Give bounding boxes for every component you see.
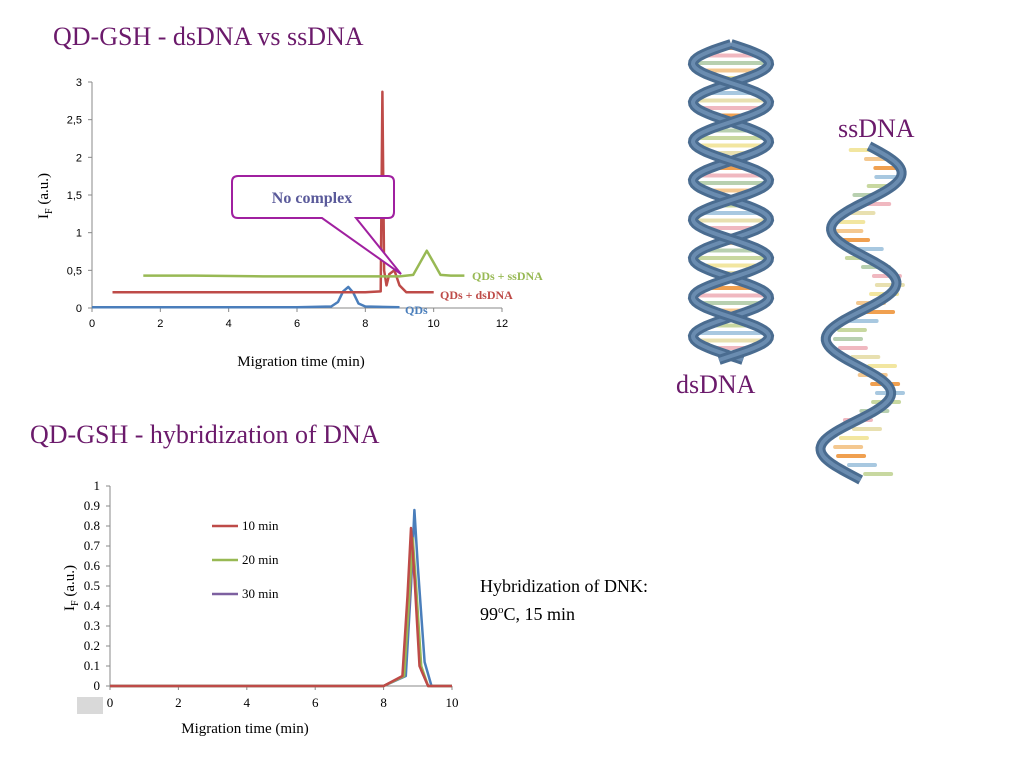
c2-y-label: IF (a.u.) (62, 565, 81, 611)
c2-ytick-label: 0.8 (84, 518, 100, 533)
c2-ytick-label: 0.5 (84, 578, 100, 593)
callout-text: No complex (272, 190, 352, 207)
c1-xtick-label: 2 (157, 318, 163, 330)
c2-series-line-0 (110, 508, 452, 688)
legend-qds: QDs (405, 303, 428, 317)
c1-x-label: Migration time (min) (237, 354, 364, 370)
dna-illustrations (687, 39, 907, 485)
c1-ytick-label: 1 (76, 228, 82, 240)
c2-ytick-label: 1 (94, 478, 101, 493)
c2-series-line-3 (110, 526, 452, 688)
dsdna-label: dsDNA (676, 370, 756, 399)
note-line-1: Hybridization of DNK: (480, 576, 648, 596)
legend-qds-ssdna: QDs + ssDNA (472, 269, 543, 283)
dsdna-strand-highlight (690, 42, 772, 362)
c1-xtick-label: 8 (362, 318, 368, 330)
title-dsdna-vs-ssdna: QD-GSH - dsDNA vs ssDNA (53, 22, 364, 51)
c2-ytick-label: 0.7 (84, 538, 101, 553)
c1-ytick-label: 2,5 (67, 115, 82, 127)
c2-legend-label: 10 min (242, 518, 279, 533)
c2-xtick-label: 6 (312, 695, 319, 710)
chart-dsdna-vs-ssdna: 0 2 4 6 8 10 12 0 0,5 1 1,5 2 2,5 3 Migration time (m… (36, 77, 543, 370)
c2-ytick-label: 0 (94, 678, 101, 693)
c1-xtick-label: 4 (226, 318, 232, 330)
c1-ytick-label: 0 (76, 303, 82, 315)
note-time: C, 15 min (503, 604, 576, 624)
c1-ytick-label: 2 (76, 152, 82, 164)
c1-y-label: IF (a.u.) (36, 173, 55, 219)
c2-xtick-label: 0 (107, 695, 114, 710)
c1-xtick-label: 10 (428, 318, 440, 330)
ssdna-strand-highlight (818, 144, 904, 482)
no-complex-callout: No complex (231, 175, 402, 275)
c1-series-line-2 (143, 249, 465, 278)
note-temp: 99 (480, 604, 498, 624)
c2-xtick-label: 4 (244, 695, 251, 710)
c1-ytick-label: 0,5 (67, 265, 82, 277)
c2-ytick-label: 0.6 (84, 558, 101, 573)
c2-legend-label: 20 min (242, 552, 279, 567)
c1-xtick-label: 6 (294, 318, 300, 330)
title-hybridization: QD-GSH - hybridization of DNA (30, 420, 380, 449)
c2-x-label: Migration time (min) (181, 721, 308, 737)
c2-series-line-1 (110, 552, 452, 688)
c2-ytick-label: 0.4 (84, 598, 101, 613)
c2-legend-label: 30 min (242, 586, 279, 601)
ssdna-label: ssDNA (838, 114, 915, 143)
c2-ytick-label: 0.2 (84, 638, 100, 653)
gray-marker (77, 697, 103, 714)
c1-xtick-label: 0 (89, 318, 95, 330)
note-line-2: 99oC, 15 min (480, 598, 648, 626)
c1-xtick-label: 12 (496, 318, 508, 330)
c1-ytick-label: 1,5 (67, 190, 82, 202)
c2-ytick-label: 0.1 (84, 658, 100, 673)
c2-xtick-label: 10 (446, 695, 459, 710)
note-degree: o (498, 604, 504, 616)
c2-ytick-label: 0.3 (84, 618, 100, 633)
hybridization-note: Hybridization of DNK: 99oC, 15 min (480, 574, 648, 626)
c2-series-line-2 (110, 536, 452, 688)
c2-xtick-label: 2 (175, 695, 182, 710)
legend-qds-dsdna: QDs + dsDNA (440, 288, 513, 302)
c1-ytick-label: 3 (76, 77, 82, 89)
c1-series-line-0 (92, 285, 400, 309)
chart-hybridization: 0 2 4 6 8 10 0 0.1 0.2 0.3 0.4 0.5 0.6 0.7 0.8 0.9 1 10 … (62, 478, 459, 737)
c2-xtick-label: 8 (380, 695, 387, 710)
c2-ytick-label: 0.9 (84, 498, 100, 513)
